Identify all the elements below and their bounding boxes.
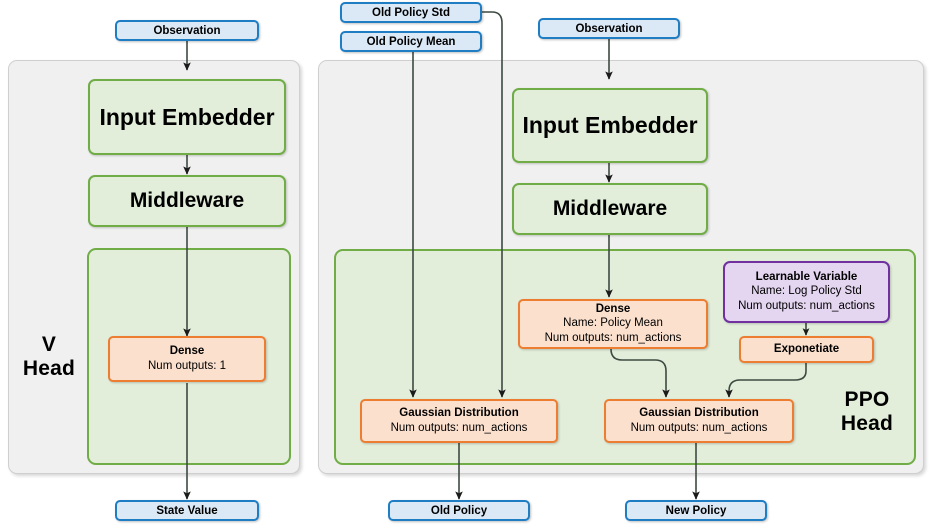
ppo-input-embedder[interactable]: Input Embedder — [512, 88, 708, 163]
ppo-learnable-variable-sub2: Num outputs: num_actions — [738, 300, 875, 313]
ppo-exponentiate[interactable]: Exponetiate — [739, 336, 874, 363]
ppo-input-embedder-label: Input Embedder — [522, 112, 698, 138]
input-old-policy-mean[interactable]: Old Policy Mean — [340, 31, 482, 52]
v-head-label-line2: Head — [22, 356, 76, 380]
v-middleware-label: Middleware — [129, 189, 245, 212]
input-observation-v-label: Observation — [153, 24, 221, 37]
output-state-value-label: State Value — [156, 504, 218, 517]
input-old-policy-mean-label: Old Policy Mean — [366, 35, 456, 48]
input-observation-ppo-label: Observation — [575, 22, 643, 35]
ppo-dense-sub2: Num outputs: num_actions — [544, 332, 682, 345]
output-old-policy-label: Old Policy — [430, 504, 488, 517]
input-old-policy-std[interactable]: Old Policy Std — [340, 2, 482, 23]
v-middleware[interactable]: Middleware — [88, 175, 286, 227]
output-state-value[interactable]: State Value — [115, 500, 259, 521]
ppo-gaussian-distribution-old[interactable]: Gaussian Distribution Num outputs: num_a… — [360, 399, 558, 443]
ppo-learnable-variable-sub1: Name: Log Policy Std — [751, 285, 862, 298]
v-input-embedder[interactable]: Input Embedder — [88, 79, 286, 155]
ppo-gaussian-new-sub1: Num outputs: num_actions — [630, 421, 768, 434]
v-input-embedder-label: Input Embedder — [99, 103, 275, 130]
v-head-label: V Head — [18, 333, 80, 380]
ppo-head-label-line1: PPO — [844, 388, 890, 411]
input-old-policy-std-label: Old Policy Std — [372, 6, 450, 19]
ppo-middleware[interactable]: Middleware — [512, 183, 708, 235]
ppo-learnable-variable[interactable]: Learnable Variable Name: Log Policy Std … — [723, 261, 890, 323]
input-observation-v[interactable]: Observation — [115, 20, 259, 41]
ppo-learnable-variable-title: Learnable Variable — [755, 270, 858, 283]
ppo-dense-policy-mean[interactable]: Dense Name: Policy Mean Num outputs: num… — [518, 299, 708, 349]
v-dense-title: Dense — [169, 345, 205, 358]
ppo-gaussian-old-sub1: Num outputs: num_actions — [390, 421, 528, 434]
v-head-label-line1: V — [41, 333, 57, 356]
output-new-policy-label: New Policy — [665, 504, 727, 517]
ppo-head-label-line2: Head — [840, 411, 894, 435]
ppo-exponentiate-title: Exponetiate — [773, 343, 840, 356]
ppo-gaussian-old-title: Gaussian Distribution — [399, 407, 519, 420]
output-new-policy[interactable]: New Policy — [625, 500, 767, 521]
v-dense-sub1: Num outputs: 1 — [148, 359, 226, 372]
ppo-dense-title: Dense — [595, 302, 631, 315]
ppo-dense-sub1: Name: Policy Mean — [563, 317, 663, 330]
ppo-gaussian-distribution-new[interactable]: Gaussian Distribution Num outputs: num_a… — [604, 399, 794, 443]
ppo-head-label: PPO Head — [828, 388, 906, 435]
ppo-gaussian-new-title: Gaussian Distribution — [639, 407, 759, 420]
v-dense[interactable]: Dense Num outputs: 1 — [108, 336, 266, 382]
ppo-middleware-label: Middleware — [552, 197, 668, 220]
output-old-policy[interactable]: Old Policy — [388, 500, 530, 521]
input-observation-ppo[interactable]: Observation — [538, 18, 680, 39]
